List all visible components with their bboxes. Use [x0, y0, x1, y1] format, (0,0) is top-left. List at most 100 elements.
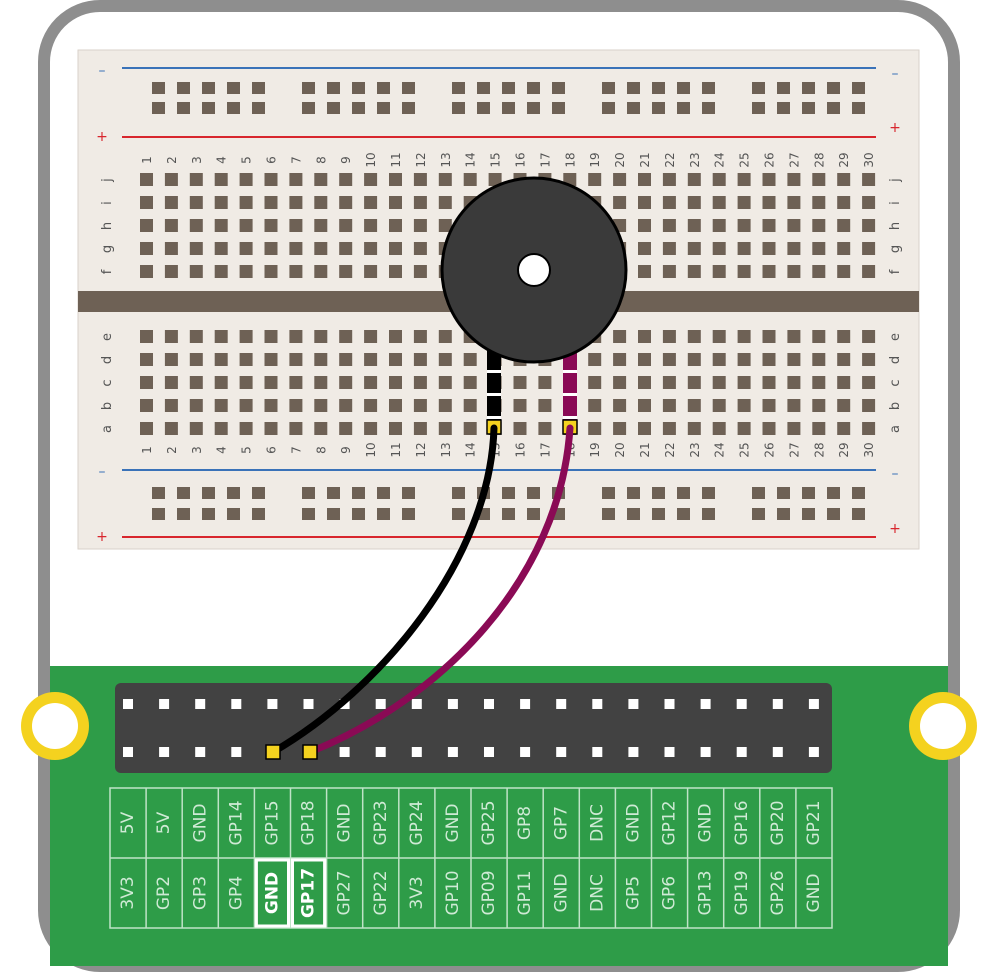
column-number: 13 [439, 152, 453, 167]
header-pin [231, 699, 242, 709]
rail-hole [827, 82, 840, 94]
column-number: 30 [862, 152, 876, 167]
terminal-hole [164, 196, 178, 209]
magenta-wire [306, 424, 574, 756]
column-number: 25 [738, 442, 752, 457]
rail-plus-label: + [889, 120, 901, 136]
terminal-hole [837, 196, 851, 209]
terminal-hole [662, 376, 676, 389]
terminal-hole [513, 399, 527, 412]
terminal-hole [862, 399, 876, 412]
terminal-hole [712, 353, 726, 366]
wire-end-pin [265, 744, 281, 760]
pin-label: DNC [587, 804, 607, 842]
terminal-hole [389, 242, 402, 255]
terminal-hole [140, 353, 153, 366]
terminal-hole [289, 422, 303, 435]
terminal-hole [364, 196, 378, 209]
terminal-hole [438, 173, 452, 186]
terminal-hole [413, 173, 427, 186]
rail-hole [177, 487, 190, 499]
terminal-hole [463, 422, 477, 435]
rail-hole [352, 508, 365, 520]
pin-label: GP09 [479, 870, 499, 915]
terminal-hole [140, 196, 153, 209]
row-letter: j [100, 178, 115, 183]
terminal-hole [712, 196, 726, 209]
terminal-hole [339, 196, 353, 209]
terminal-hole [638, 173, 651, 186]
terminal-hole [862, 376, 876, 389]
terminal-hole [538, 422, 552, 435]
pin-label: GP4 [226, 876, 246, 910]
column-number: 26 [763, 152, 777, 167]
terminal-hole [787, 173, 801, 186]
rail-hole [377, 508, 390, 520]
column-number: 10 [364, 152, 378, 167]
terminal-hole [364, 173, 378, 186]
terminal-hole [389, 399, 402, 412]
row-letter: g [888, 245, 903, 253]
terminal-hole [189, 376, 203, 389]
rail-hole [552, 82, 565, 94]
rail-hole [627, 82, 640, 94]
terminal-hole [588, 173, 602, 186]
terminal-hole [787, 330, 801, 343]
row-letter: j [888, 178, 903, 183]
terminal-hole [638, 219, 651, 232]
terminal-hole [164, 173, 178, 186]
terminal-hole [264, 265, 278, 278]
pin-label: GP24 [407, 800, 427, 845]
terminal-hole [364, 242, 378, 255]
header-pin [159, 699, 170, 709]
leg-gap [487, 416, 501, 419]
column-number: 8 [314, 156, 328, 164]
terminal-hole [837, 399, 851, 412]
terminal-hole [239, 376, 253, 389]
pin-label: GP2 [154, 876, 174, 910]
terminal-hole [438, 330, 452, 343]
column-number: 9 [339, 446, 353, 454]
terminal-hole [364, 399, 378, 412]
pin-label: 5V [118, 811, 138, 834]
terminal-hole [413, 196, 427, 209]
buzzer-leg [563, 350, 577, 420]
terminal-hole [413, 399, 427, 412]
pin-label: 3V3 [118, 876, 138, 909]
terminal-hole [812, 242, 826, 255]
terminal-hole [588, 376, 602, 389]
pin-label: GND [190, 804, 210, 843]
pin-label: GP5 [623, 876, 643, 910]
terminal-hole [413, 353, 427, 366]
rail-hole [377, 82, 390, 94]
pin-label: GP15 [262, 800, 282, 845]
header-pin [556, 699, 567, 709]
column-number: 18 [563, 152, 577, 167]
pin-label: GP22 [371, 870, 391, 915]
terminal-hole [314, 353, 328, 366]
terminal-hole [762, 242, 776, 255]
rail-hole [527, 508, 540, 520]
terminal-hole [339, 353, 353, 366]
pin-label: GP23 [371, 800, 391, 845]
terminal-hole [762, 265, 776, 278]
terminal-hole [214, 173, 228, 186]
terminal-hole [638, 330, 651, 343]
pin-label: GND [335, 804, 355, 843]
rail-hole [827, 487, 840, 499]
terminal-hole [264, 353, 278, 366]
mounting-hole [920, 703, 966, 749]
row-letter: c [888, 379, 903, 386]
column-number: 21 [638, 442, 652, 457]
pin-label: GP11 [515, 870, 535, 915]
terminal-hole [214, 196, 228, 209]
pin-label-highlighted: GP17 [299, 868, 319, 918]
column-number: 2 [165, 156, 179, 164]
column-number: 22 [663, 442, 677, 457]
rail-hole [527, 487, 540, 499]
pin-label: GND [443, 804, 463, 843]
pin-label: GP6 [660, 876, 680, 910]
rail-hole [852, 102, 865, 114]
terminal-hole [140, 422, 153, 435]
pin-label: GND [696, 804, 716, 843]
